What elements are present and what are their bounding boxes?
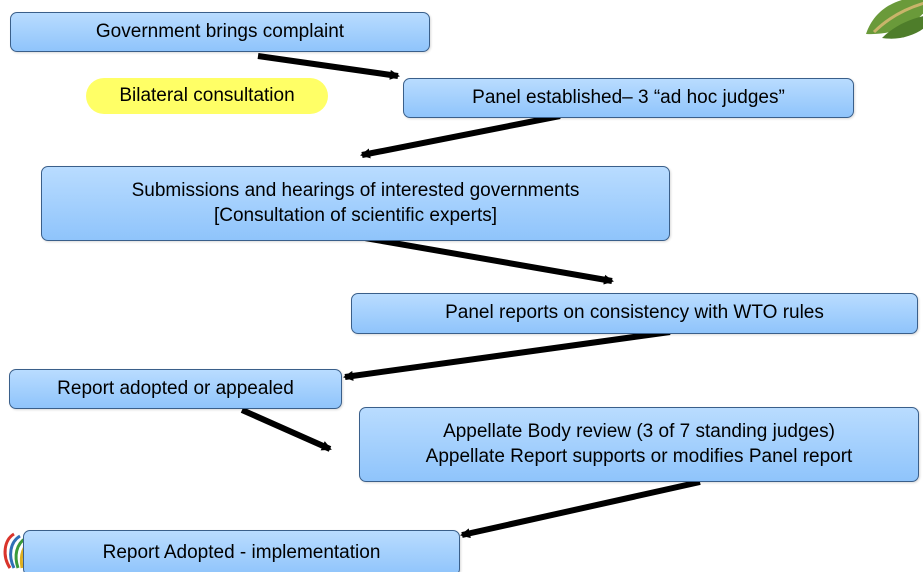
- badge-label: Bilateral consultation: [119, 85, 295, 106]
- box-label-line-2: Appellate Report supports or modifies Pa…: [425, 445, 853, 467]
- box-label-line-1: Submissions and hearings of interested g…: [131, 179, 580, 201]
- box-label-line-1: Appellate Body review (3 of 7 standing j…: [443, 420, 835, 442]
- arrow-complaint-to-panel: [257, 53, 400, 80]
- box-label: Panel established– 3 “ad hoc judges”: [472, 86, 785, 108]
- arrow-adopted-to-appellate: [240, 407, 332, 452]
- arrow-submissions-to-report: [364, 235, 614, 285]
- box-report-adopted-or-appealed: Report adopted or appealed: [9, 369, 342, 409]
- box-panel-established: Panel established– 3 “ad hoc judges”: [403, 78, 854, 118]
- box-label: Report adopted or appealed: [57, 377, 294, 399]
- arrow-panel-to-submissions: [360, 113, 561, 159]
- box-government-complaint: Government brings complaint: [10, 12, 430, 52]
- box-label: Government brings complaint: [95, 20, 345, 42]
- box-label-line-2: [Consultation of scientific experts]: [213, 204, 498, 226]
- box-report-adopted-implementation: Report Adopted - implementation: [23, 530, 460, 572]
- box-submissions-hearings: Submissions and hearings of interested g…: [41, 166, 670, 241]
- box-appellate-body-review: Appellate Body review (3 of 7 standing j…: [359, 407, 919, 482]
- arrow-appellate-to-implementation: [460, 479, 701, 539]
- box-panel-reports: Panel reports on consistency with WTO ru…: [351, 293, 918, 334]
- bilateral-consultation-badge: Bilateral consultation: [86, 78, 328, 114]
- box-label: Panel reports on consistency with WTO ru…: [445, 302, 824, 324]
- box-label: Report Adopted - implementation: [102, 541, 381, 563]
- arrow-report-to-adopted: [343, 329, 671, 381]
